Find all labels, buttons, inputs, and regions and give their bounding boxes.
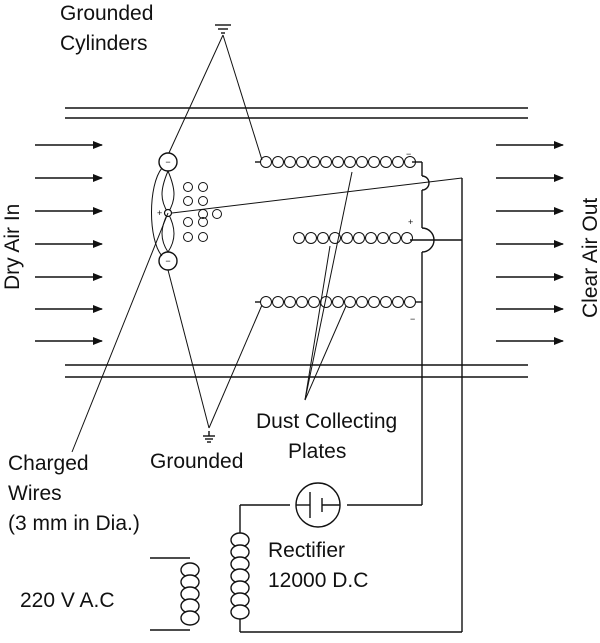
- cylinder-bottom-minus: −: [165, 256, 170, 266]
- plate-circle: [329, 232, 341, 244]
- plate-middle-plus: +: [408, 217, 413, 227]
- plate-circle: [260, 156, 272, 168]
- ground-leader-lines: [167, 34, 263, 429]
- plate-circle: [308, 296, 320, 308]
- wire-plus: +: [157, 208, 162, 218]
- label-charged-wires-1: Charged: [8, 452, 89, 475]
- charged-wire-field: +: [151, 167, 175, 257]
- label-ac-supply: 220 V A.C: [20, 589, 115, 612]
- cylinder-top-minus: −: [165, 157, 170, 167]
- transformer-primary-coil: [180, 562, 200, 626]
- inlet-arrows: [35, 141, 103, 345]
- ground-symbol-bottom: [203, 431, 215, 443]
- label-grounded-cylinders-2: Cylinders: [60, 32, 148, 55]
- plate-bottom-minus: −: [410, 314, 415, 324]
- plate-bottom: [260, 296, 416, 308]
- plate-circle: [320, 156, 332, 168]
- plate-circle: [272, 156, 284, 168]
- plate-circle: [377, 232, 389, 244]
- wire-connections: [171, 161, 463, 633]
- transformer-secondary-coil: [230, 532, 250, 620]
- plate-top-minus: −: [406, 149, 411, 159]
- plate-circle: [332, 156, 344, 168]
- plate-circle: [284, 156, 296, 168]
- plate-circle: [341, 232, 353, 244]
- plate-circle: [365, 232, 377, 244]
- label-rectifier-voltage: 12000 D.C: [268, 569, 368, 592]
- label-charged-wires-2: Wires: [8, 482, 62, 505]
- label-grounded-cylinders-1: Grounded: [60, 2, 153, 25]
- coil-turn: [230, 604, 250, 620]
- plate-circle: [368, 156, 380, 168]
- plate-circle: [344, 156, 356, 168]
- ground-symbol-top: [215, 24, 231, 34]
- grounded-cylinder-bottom: −: [158, 251, 178, 271]
- plate-circle: [368, 296, 380, 308]
- label-dry-air-in: Dry Air In: [1, 204, 24, 290]
- plate-circle: [296, 296, 308, 308]
- plate-circle: [260, 296, 272, 308]
- plate-circle: [392, 156, 404, 168]
- plate-circle: [380, 156, 392, 168]
- transformer: [150, 532, 250, 631]
- plate-top: [260, 156, 416, 168]
- plate-circle: [401, 232, 413, 244]
- plate-circle: [392, 296, 404, 308]
- rectifier-symbol: [295, 482, 341, 528]
- coil-turn: [180, 610, 200, 626]
- grounded-cylinder-top: −: [158, 152, 178, 172]
- plate-circle: [356, 156, 368, 168]
- label-rectifier: Rectifier: [268, 539, 345, 562]
- plate-circle: [404, 296, 416, 308]
- plate-circle: [317, 232, 329, 244]
- outlet-arrows: [496, 141, 564, 345]
- label-dust-collecting-2: Plates: [288, 440, 346, 463]
- plate-circle: [308, 156, 320, 168]
- plate-middle: [293, 232, 413, 244]
- dust-plate-pointers: [71, 171, 353, 453]
- label-grounded: Grounded: [150, 450, 243, 473]
- charged-particles: [183, 182, 222, 242]
- label-clear-air-out: Clear Air Out: [579, 198, 600, 318]
- plate-circle: [353, 232, 365, 244]
- duct-walls: [65, 107, 528, 378]
- plate-circle: [272, 296, 284, 308]
- plate-circle: [332, 296, 344, 308]
- plate-circle: [296, 156, 308, 168]
- plate-circle: [380, 296, 392, 308]
- plate-circle: [389, 232, 401, 244]
- label-dust-collecting-1: Dust Collecting: [256, 410, 397, 433]
- dust-collecting-plates: [255, 156, 416, 308]
- plate-circle: [284, 296, 296, 308]
- plate-circle: [344, 296, 356, 308]
- plate-circle: [356, 296, 368, 308]
- plate-circle: [305, 232, 317, 244]
- plate-circle: [293, 232, 305, 244]
- label-charged-wires-3: (3 mm in Dia.): [8, 512, 140, 535]
